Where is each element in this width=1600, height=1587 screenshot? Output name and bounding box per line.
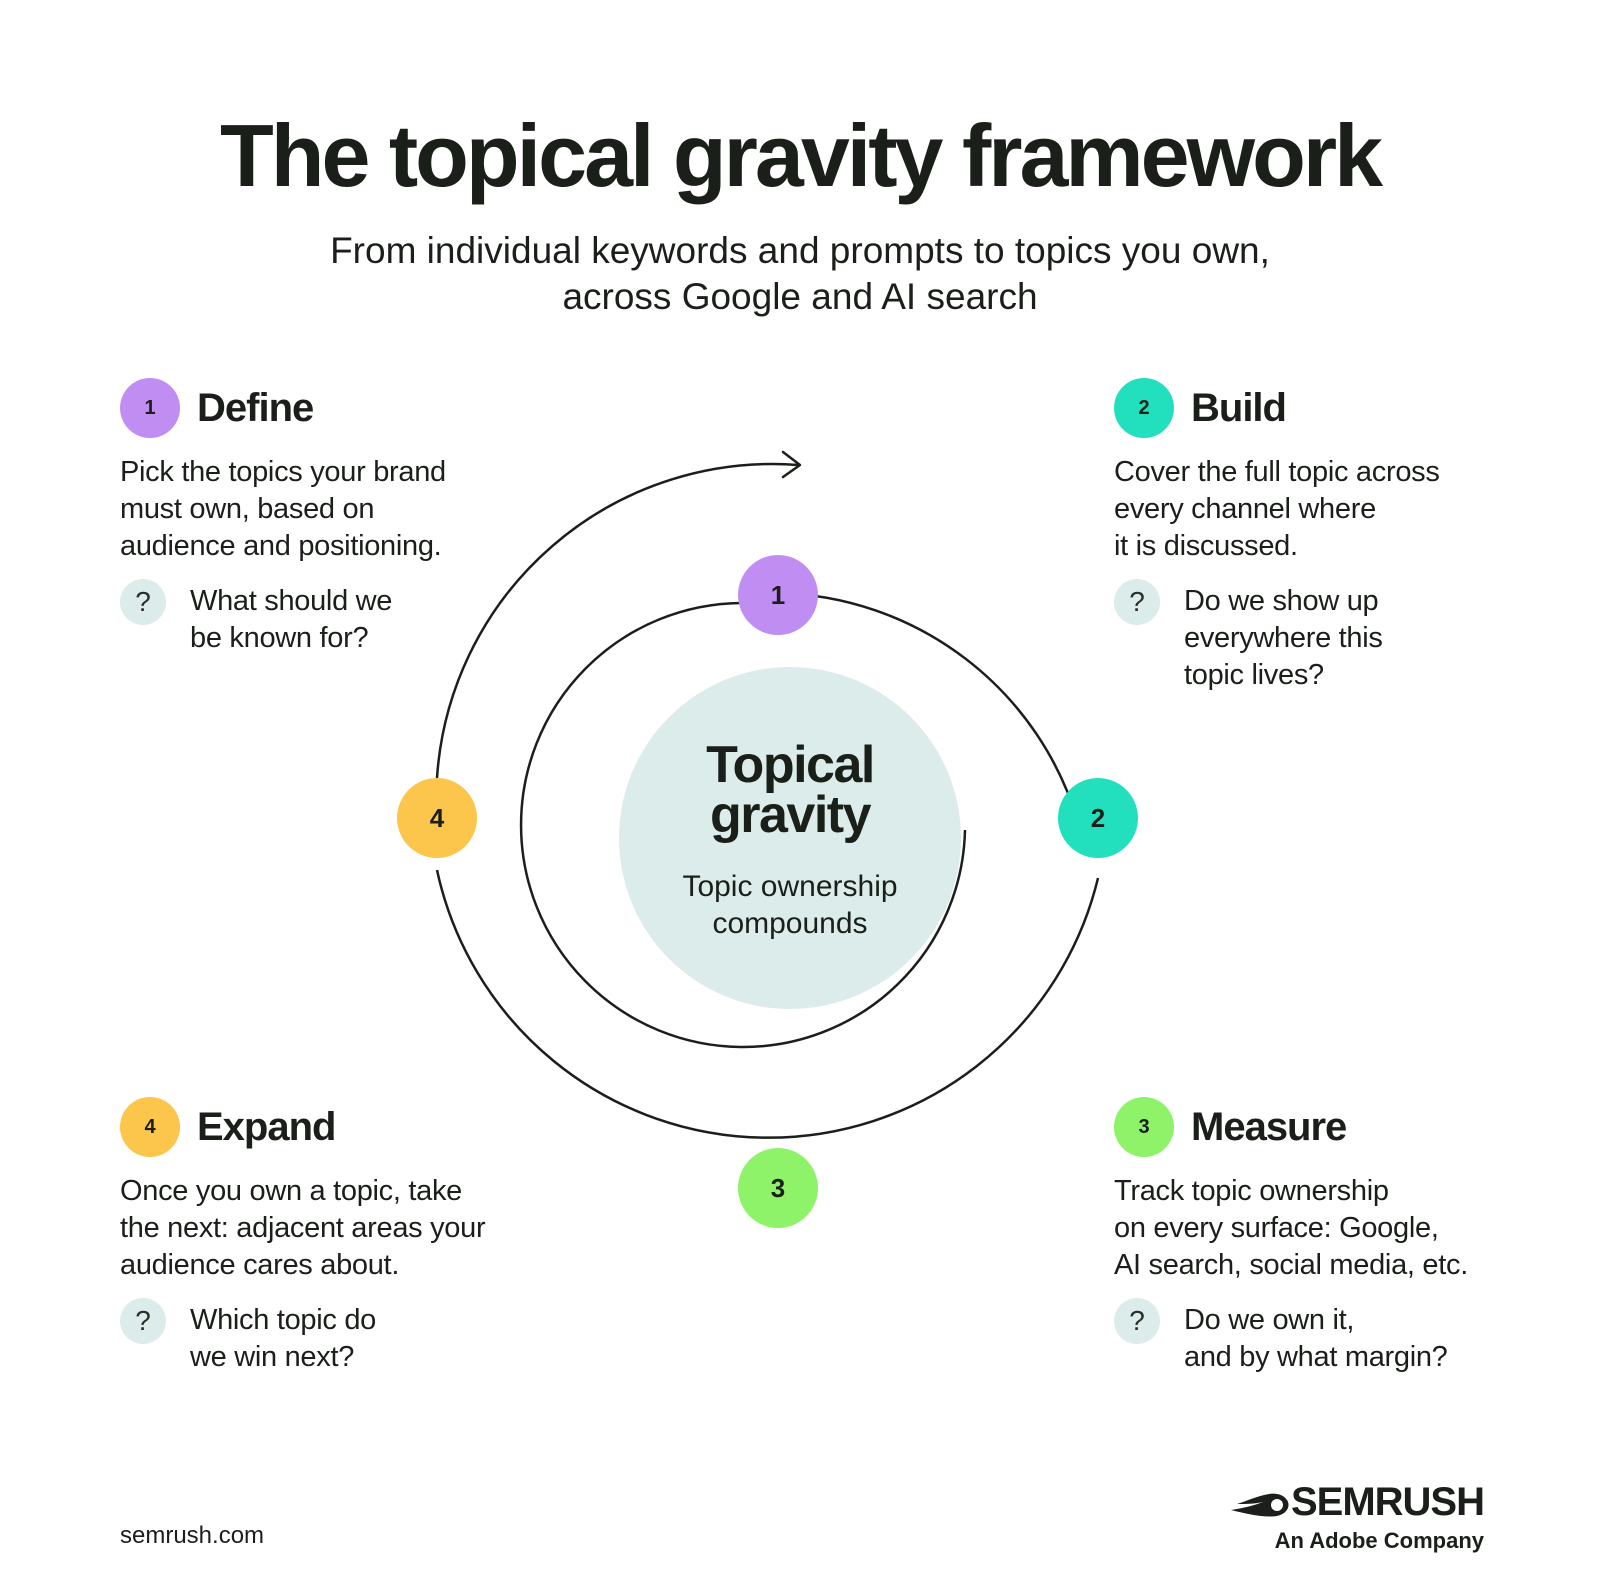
logo-tagline: An Adobe Company [1274, 1528, 1484, 1553]
node-2 [1058, 778, 1138, 858]
question-mark-icon: ? [1114, 579, 1160, 625]
question-mark-icon: ? [120, 579, 166, 625]
footer-url: semrush.com [120, 1522, 265, 1549]
step-title: Measure [1191, 1104, 1347, 1149]
step-title: Define [197, 385, 314, 430]
step-question: ? Do we own it,and by what margin? [1114, 1298, 1534, 1376]
step-header: 4 Expand [120, 1097, 540, 1157]
step-header: 2 Build [1114, 378, 1534, 438]
question-mark-icon: ? [120, 1298, 166, 1344]
center-title: Topical gravity [706, 736, 875, 844]
step-number-badge: 1 [120, 378, 180, 438]
step-header: 3 Measure [1114, 1097, 1534, 1157]
step-number-badge: 3 [1114, 1097, 1174, 1157]
step-title: Expand [197, 1104, 336, 1149]
subtitle-line-1: From individual keywords and prompts to … [330, 230, 1270, 271]
outer-spiral-arc [435, 462, 799, 779]
step-title: Build [1191, 385, 1287, 430]
question-text: Do we own it,and by what margin? [1184, 1304, 1448, 1373]
page-title: The topical gravity framework [219, 106, 1383, 205]
center-circle [619, 667, 961, 1009]
node-3 [738, 1148, 818, 1228]
center-subtitle: Topic ownership compounds [682, 870, 898, 940]
node-1-label: 1 [771, 580, 785, 610]
step-number-badge: 2 [1114, 378, 1174, 438]
subtitle-line-2: across Google and AI search [562, 276, 1038, 317]
step-header: 1 Define [120, 378, 540, 438]
page-subtitle: From individual keywords and prompts to … [0, 228, 1600, 320]
question-mark-icon: ? [1114, 1298, 1160, 1344]
spiral-arrowhead-icon [781, 450, 802, 479]
logo-wordmark: SEMRUSH [1290, 1480, 1485, 1524]
node-1 [738, 555, 818, 635]
cycle-arc-bottom [435, 869, 1100, 1139]
step-number-badge: 4 [120, 1097, 180, 1157]
node-4-label: 4 [430, 803, 445, 833]
semrush-fireball-icon [1230, 1493, 1289, 1517]
inner-orbit-arc [519, 601, 967, 1049]
node-3-label: 3 [771, 1173, 785, 1203]
node-2-label: 2 [1091, 803, 1105, 833]
cycle-arc-right [777, 591, 1080, 823]
node-4 [397, 778, 477, 858]
semrush-logo: SEMRUSH An Adobe Company [1229, 1480, 1485, 1554]
